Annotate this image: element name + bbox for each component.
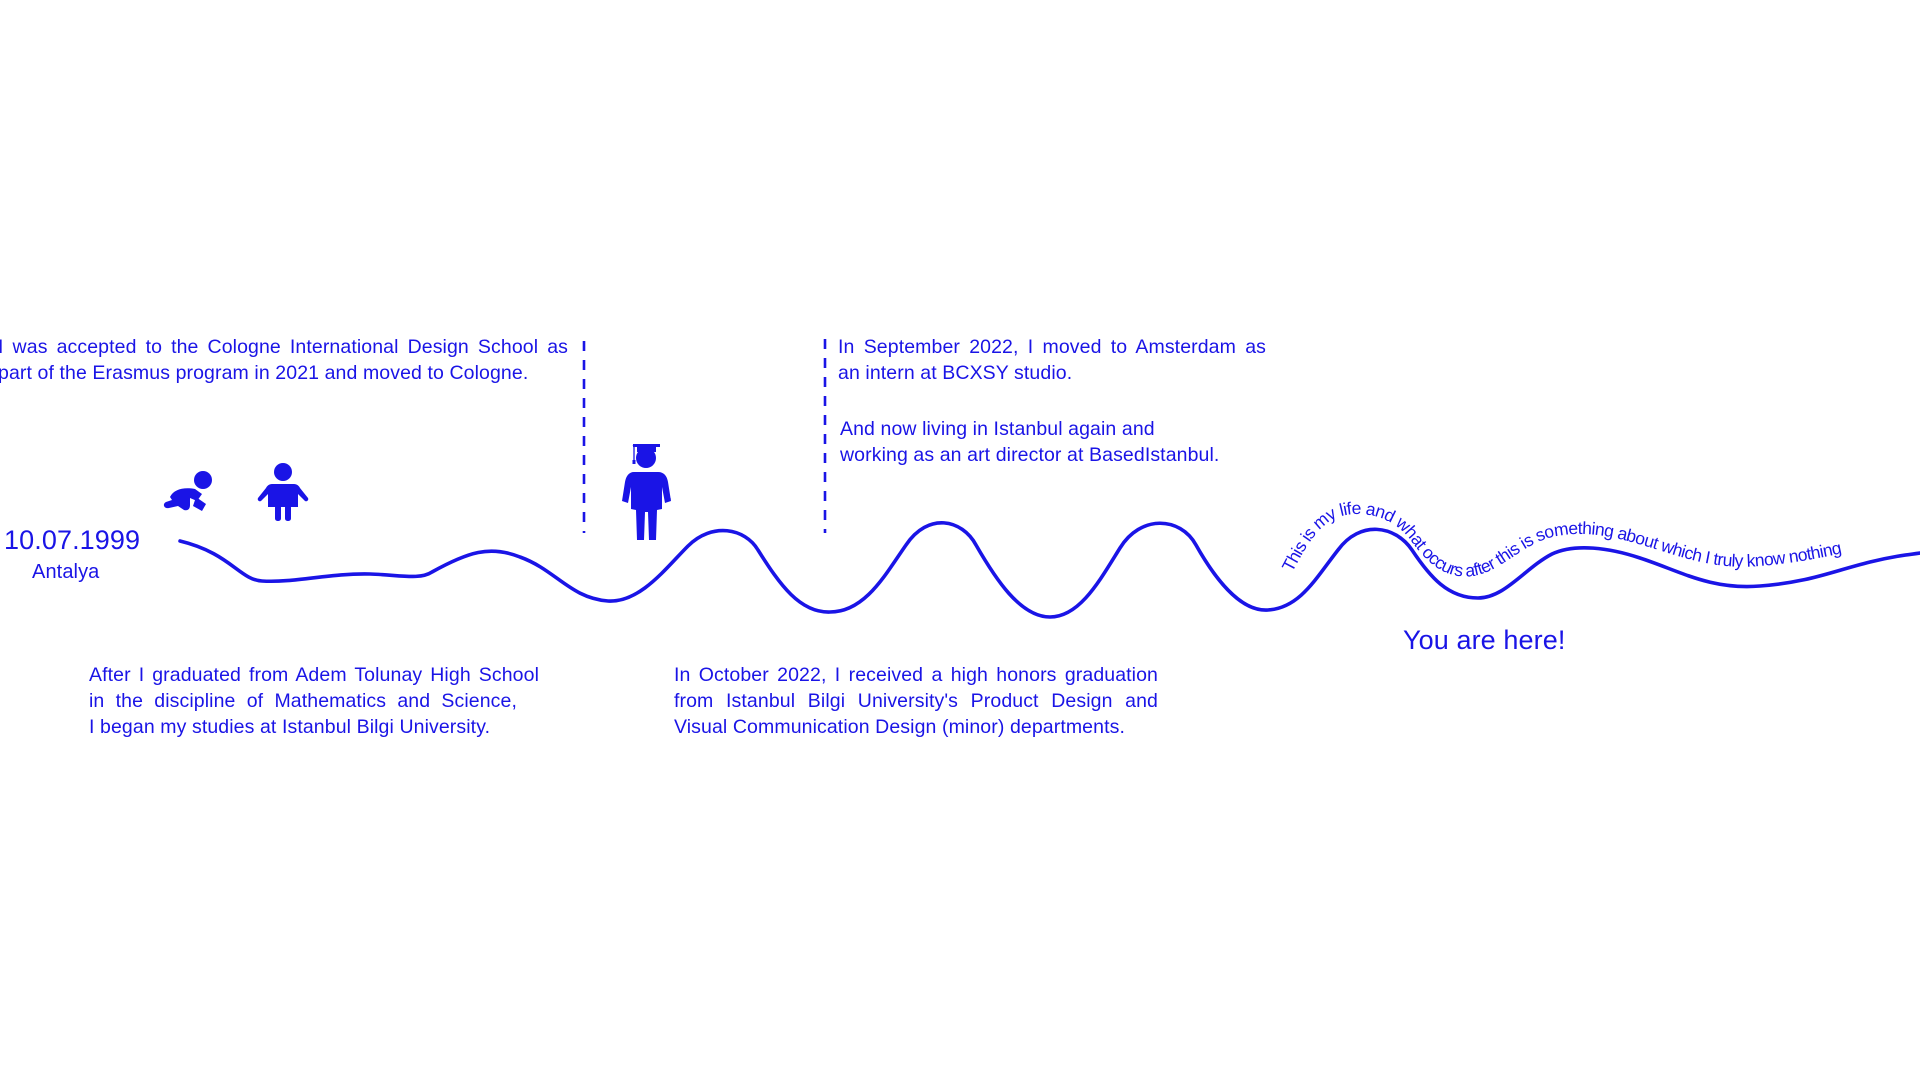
event-bilgi-graduation-line: from Istanbul Bilgi University's Product… (674, 690, 1158, 712)
event-cologne-text: I was accepted to the Cologne Internatio… (0, 334, 568, 386)
event-cologne-line: I was accepted to the Cologne Internatio… (0, 336, 568, 358)
event-highschool-line: in the discipline of Mathematics and Sci… (89, 690, 517, 712)
life-wave (178, 521, 1920, 619)
toddler-icon (257, 463, 309, 521)
birth-place: Antalya (32, 561, 100, 583)
you-are-here-label: You are here! (1403, 625, 1566, 655)
birth-date: 10.07.1999 (4, 525, 141, 555)
event-istanbul-now-line: working as an art director at BasedIstan… (840, 444, 1220, 466)
event-bilgi-graduation-text: In October 2022, I received a high honor… (674, 662, 1158, 740)
event-istanbul-now-text: And now living in Istanbul again and wor… (840, 416, 1260, 468)
event-cologne-line: part of the Erasmus program in 2021 and … (0, 362, 529, 384)
graduate-icon (622, 444, 672, 540)
event-highschool-text: After I graduated from Adem Tolunay High… (89, 662, 539, 740)
event-highschool-line: I began my studies at Istanbul Bilgi Uni… (89, 716, 491, 738)
event-amsterdam-text: In September 2022, I moved to Amsterdam … (838, 334, 1266, 386)
crawling-baby-icon (163, 471, 212, 511)
life-caption-curved-text: This is my life and what occurs after th… (1278, 498, 1843, 581)
event-amsterdam-line: In September 2022, I moved to Amsterdam … (838, 336, 1266, 358)
event-istanbul-now-line: And now living in Istanbul again and (840, 418, 1155, 440)
event-bilgi-graduation-line: Visual Communication Design (minor) depa… (674, 716, 1125, 738)
event-amsterdam-line: an intern at BCXSY studio. (838, 362, 1073, 384)
event-bilgi-graduation-line: In October 2022, I received a high honor… (674, 664, 1158, 686)
event-highschool-line: After I graduated from Adem Tolunay High… (89, 664, 539, 686)
